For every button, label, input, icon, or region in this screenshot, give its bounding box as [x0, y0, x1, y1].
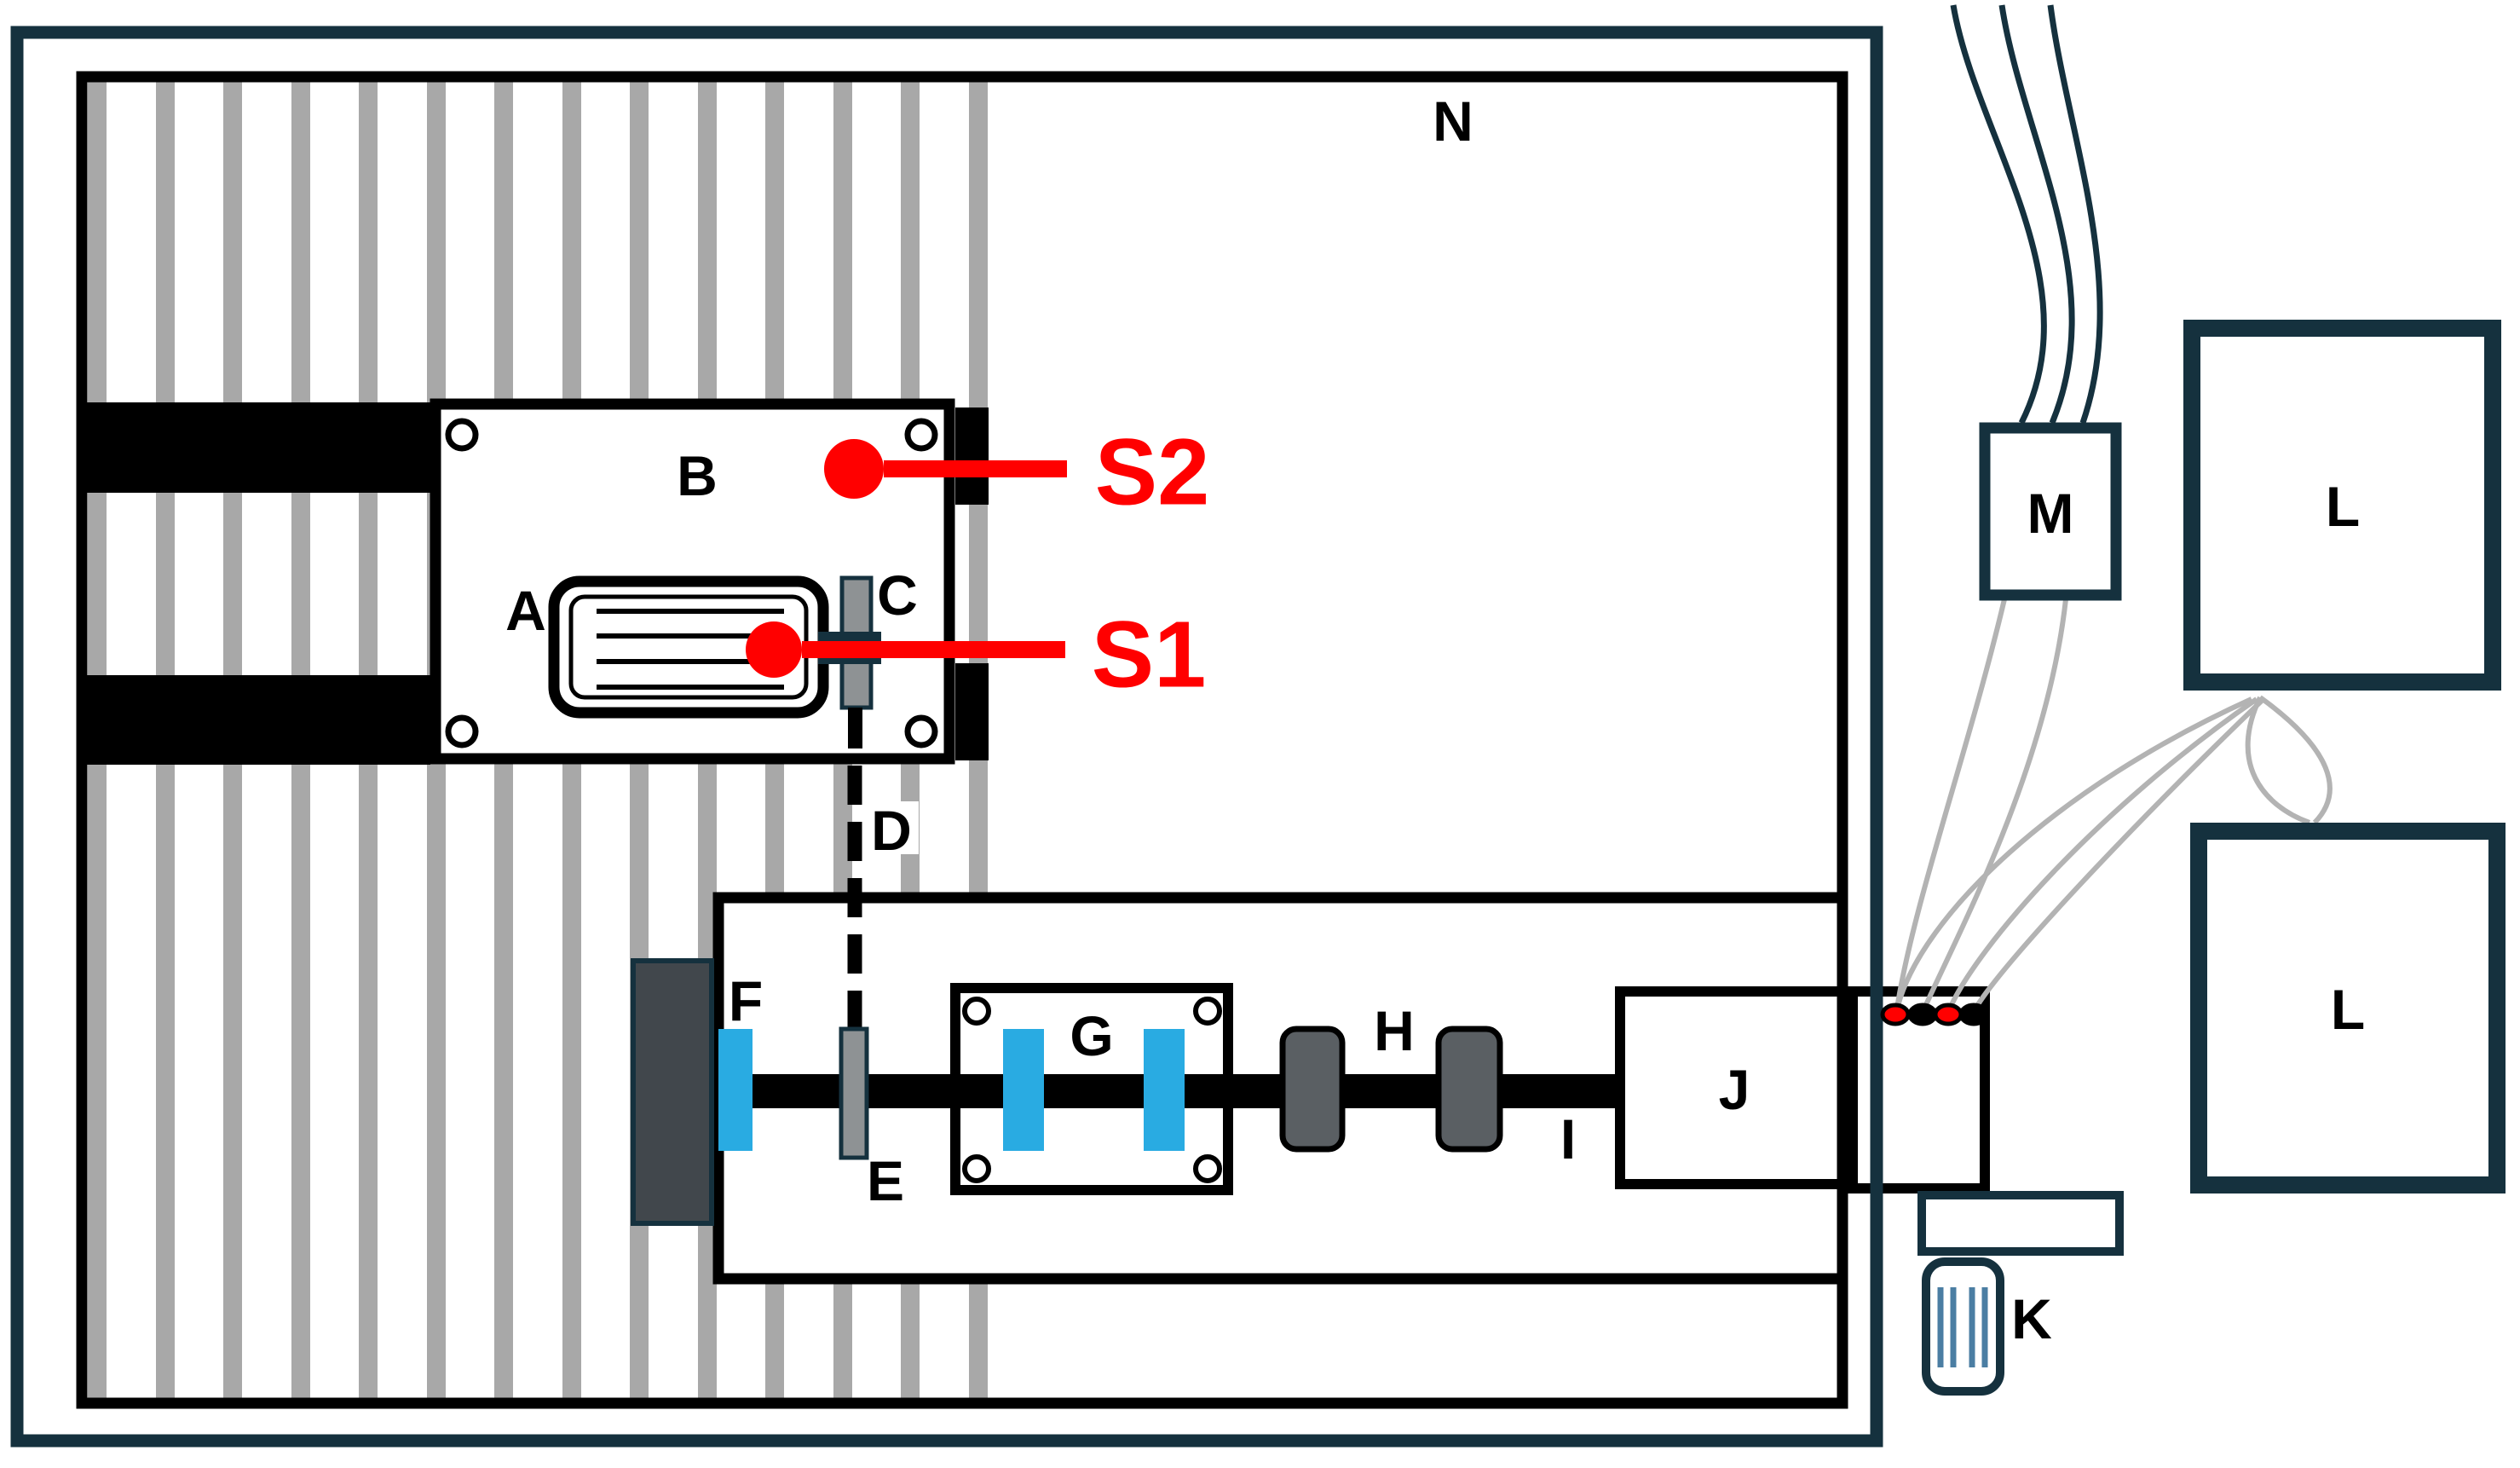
label-j: J	[1719, 1058, 1750, 1121]
shelf-bracket	[1917, 1191, 2124, 1256]
label-h: H	[1374, 999, 1415, 1062]
screw-icon	[962, 1154, 991, 1183]
label-b: B	[677, 444, 718, 507]
screw-icon	[445, 714, 479, 748]
label-k: K	[2011, 1287, 2052, 1350]
connector-pin-black	[1958, 1003, 1989, 1026]
wire-loop-left	[2245, 696, 2311, 825]
screw-icon	[904, 418, 938, 452]
component-k-body	[1922, 1257, 2004, 1396]
label-c: C	[877, 564, 918, 627]
label-s2: S2	[1095, 420, 1210, 525]
label-e: E	[867, 1149, 904, 1212]
gray-wire-m-to-connector	[1922, 598, 2068, 1010]
label-n: N	[1433, 90, 1473, 153]
label-l-bottom: L	[2331, 978, 2365, 1041]
outer-enclosure-frame	[10, 26, 1883, 1448]
gray-wire-m-to-connector	[1894, 598, 2007, 1009]
component-g-optic-left	[1003, 1029, 1044, 1151]
screw-icon	[904, 714, 938, 748]
component-l-box-top	[2183, 320, 2501, 691]
sensor-marker-s2	[824, 439, 884, 499]
label-d: D	[871, 799, 912, 862]
navy-cable	[1998, 4, 2075, 425]
mounting-band-upper	[82, 402, 430, 493]
connector-pins	[1880, 1003, 1989, 1026]
screw-icon	[1193, 997, 1222, 1026]
navy-cable	[1950, 4, 2047, 425]
connector-pin-red	[1880, 1003, 1911, 1026]
label-a: A	[505, 579, 546, 642]
label-s1: S1	[1092, 603, 1207, 708]
component-h-coupler-right	[1435, 1026, 1503, 1153]
component-m-box	[1979, 422, 2122, 601]
sensor-callouts	[746, 439, 1067, 678]
wire-loop-right	[2258, 695, 2333, 825]
label-l-top: L	[2326, 475, 2360, 538]
screw-icon	[445, 418, 479, 452]
clamp-tab-bottom	[955, 663, 989, 760]
connector-pin-red	[1933, 1003, 1964, 1026]
label-i: I	[1560, 1107, 1576, 1170]
inner-chamber-frame	[76, 71, 1848, 1409]
screw-icon	[962, 997, 991, 1026]
component-f-optic	[718, 1029, 753, 1151]
screw-icon	[1193, 1154, 1222, 1183]
component-h-coupler-left	[1279, 1026, 1346, 1153]
gray-wire-l-to-connector	[1973, 696, 2266, 1010]
gray-wire-l-to-connector	[1947, 696, 2258, 1010]
label-m: M	[2027, 482, 2074, 545]
component-g-optic-right	[1144, 1029, 1185, 1151]
signal-wires-gray	[1894, 598, 2333, 1010]
mounting-band-lower	[82, 675, 430, 765]
label-g: G	[1070, 1004, 1113, 1067]
label-d-backplate	[864, 801, 919, 854]
navy-cable	[2047, 4, 2103, 425]
component-l-box-bottom	[2190, 823, 2506, 1193]
clamp-tab-top	[955, 407, 989, 505]
gray-wire-l-to-connector	[1895, 696, 2253, 1007]
sensor-marker-s1	[746, 621, 802, 678]
component-k-unit	[1922, 1257, 2004, 1396]
dark-mount-block	[631, 958, 714, 1226]
component-c-stub	[848, 708, 862, 748]
connector-pin-black	[1907, 1003, 1938, 1026]
component-e-slab	[839, 1026, 869, 1160]
cable-bundle-navy	[1950, 4, 2103, 425]
label-f: F	[729, 969, 763, 1032]
